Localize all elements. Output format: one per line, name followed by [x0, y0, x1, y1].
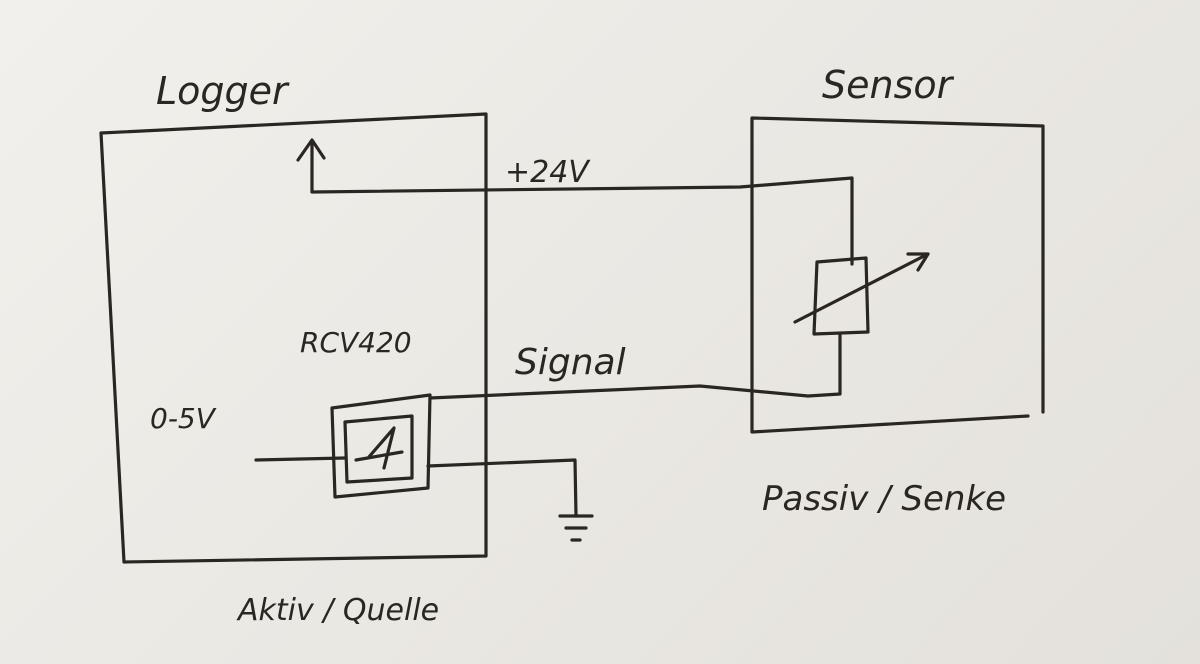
arrow-up-icon: [296, 138, 326, 162]
ground-wire: [426, 458, 578, 518]
logger-mode-label: Aktiv / Quelle: [236, 593, 439, 628]
logger-box: [99, 112, 488, 564]
amplifier-icon: [343, 414, 414, 484]
output-range-label: 0-5V: [150, 402, 217, 435]
signal-wire: [428, 332, 842, 400]
rcv420-box: [330, 393, 432, 499]
ground-icon: [558, 514, 594, 542]
supply-wire: [310, 142, 854, 266]
variable-arrow-icon: [793, 252, 930, 324]
logger-label: Logger: [156, 69, 290, 113]
sensor-box: [750, 116, 1045, 434]
signal-label: Signal: [515, 342, 626, 383]
module-label: RCV420: [300, 326, 412, 359]
sensor-label: Sensor: [822, 63, 955, 107]
supply-label: +24V: [505, 155, 591, 190]
output-wire: [254, 456, 347, 462]
sensor-mode-label: Passiv / Senke: [762, 479, 1006, 519]
amplifier-triangle-icon: [354, 426, 404, 470]
